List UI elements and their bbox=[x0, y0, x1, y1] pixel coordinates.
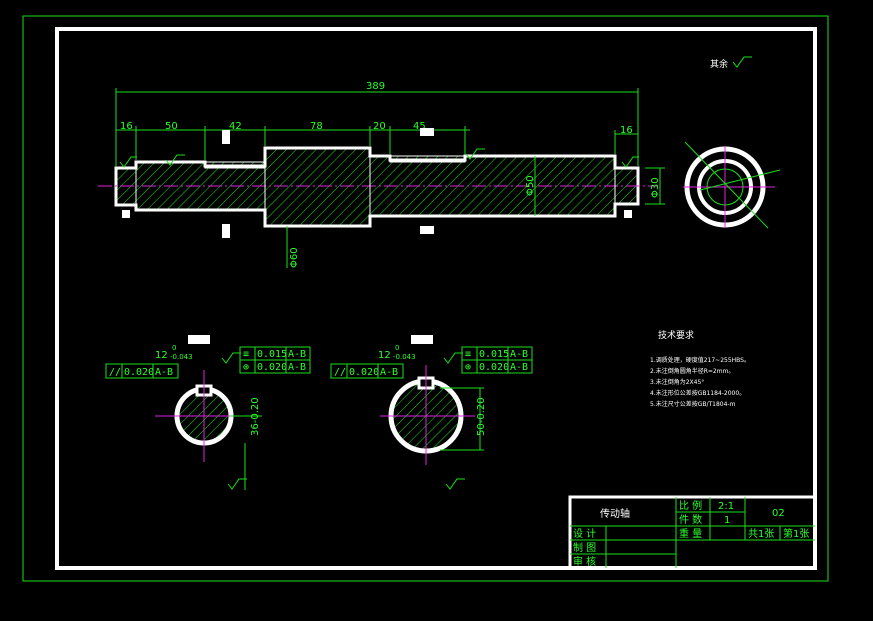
inner-frame bbox=[55, 27, 817, 570]
svg-text:共1张: 共1张 bbox=[748, 528, 774, 540]
dim-seg-1: 16 bbox=[120, 121, 133, 132]
shaft-main-view: 389 16 50 42 78 20 45 16 Φ60 Φ50 Φ30 bbox=[98, 81, 665, 268]
dim-total-length: 389 bbox=[366, 81, 385, 92]
part-name: 传动轴 bbox=[600, 507, 630, 520]
svg-text:A-B: A-B bbox=[288, 362, 306, 373]
svg-text:⊕: ⊕ bbox=[243, 362, 249, 373]
section-b-key-width: 12 bbox=[378, 350, 391, 361]
svg-text:0.015: 0.015 bbox=[479, 349, 509, 360]
svg-text:比 例: 比 例 bbox=[679, 499, 702, 512]
svg-text:审 核: 审 核 bbox=[573, 555, 596, 568]
svg-text:A-B: A-B bbox=[288, 349, 306, 360]
tech-req-item: 3.未注倒角为2X45° bbox=[650, 378, 704, 386]
end-view bbox=[683, 141, 781, 229]
svg-text:A-B: A-B bbox=[155, 367, 173, 378]
dim-seg-6: 45 bbox=[413, 121, 426, 132]
section-markers bbox=[122, 128, 632, 238]
section-a-depth-dim: 36-0.20 bbox=[250, 397, 261, 436]
outer-frame bbox=[22, 15, 829, 582]
svg-text:≡: ≡ bbox=[243, 349, 249, 360]
dim-seg-2: 50 bbox=[165, 121, 178, 132]
svg-text:≡: ≡ bbox=[465, 349, 471, 360]
svg-text:A-B: A-B bbox=[380, 367, 398, 378]
svg-text:0: 0 bbox=[172, 344, 176, 352]
svg-text:-0.043: -0.043 bbox=[170, 353, 193, 361]
svg-text:A-B: A-B bbox=[510, 362, 528, 373]
dim-seg-3: 42 bbox=[229, 121, 242, 132]
svg-text:-0.043: -0.043 bbox=[393, 353, 416, 361]
svg-text:第1张: 第1张 bbox=[783, 527, 809, 540]
svg-text:2:1: 2:1 bbox=[718, 501, 734, 512]
svg-text:0.020: 0.020 bbox=[124, 367, 154, 378]
svg-text:1: 1 bbox=[724, 515, 730, 526]
drawing-number: 02 bbox=[772, 508, 785, 519]
svg-text:0.015: 0.015 bbox=[257, 349, 287, 360]
svg-text:重 量: 重 量 bbox=[679, 527, 702, 540]
svg-text:0: 0 bbox=[395, 344, 399, 352]
svg-text:制 图: 制 图 bbox=[573, 541, 596, 554]
svg-text:0.020: 0.020 bbox=[479, 362, 509, 373]
svg-text:0.020: 0.020 bbox=[349, 367, 379, 378]
roughness-marks bbox=[119, 148, 639, 168]
svg-text:设 计: 设 计 bbox=[573, 527, 596, 540]
dim-diameter-50: Φ50 bbox=[525, 175, 536, 196]
section-b-depth-dim: 50-0.20 bbox=[476, 397, 487, 436]
section-a: 36-0.20 12 0 -0.043 // 0.020 A-B ≡ ⊕ 0.0… bbox=[105, 335, 311, 490]
dim-seg-5: 20 bbox=[373, 121, 386, 132]
section-a-key-width: 12 bbox=[155, 350, 168, 361]
dim-diameter-30: Φ30 bbox=[650, 177, 661, 198]
dim-seg-4: 78 bbox=[310, 121, 323, 132]
dim-diameter-60: Φ60 bbox=[289, 247, 300, 268]
tech-req-item: 5.未注尺寸公差按GB/T1804-m bbox=[650, 400, 736, 408]
tech-req-item: 4.未注形位公差按GB1184-2000。 bbox=[650, 389, 745, 397]
tech-requirements: 技术要求 1.调质处理，硬度值217~255HBS。 2.未注倒角圆角半径R=2… bbox=[650, 329, 750, 408]
svg-text://: // bbox=[334, 367, 346, 378]
shaft-body-hatch bbox=[116, 148, 638, 226]
svg-text:A-B: A-B bbox=[510, 349, 528, 360]
svg-text://: // bbox=[109, 367, 121, 378]
tech-req-item: 1.调质处理，硬度值217~255HBS。 bbox=[650, 356, 750, 364]
section-b: 50-0.20 12 0 -0.043 // 0.020 A-B ≡ ⊕ 0.0… bbox=[330, 335, 533, 490]
tech-req-item: 2.未注倒角圆角半径R=2mm。 bbox=[650, 367, 734, 375]
dim-seg-7: 16 bbox=[620, 125, 633, 136]
tech-req-title: 技术要求 bbox=[658, 329, 694, 341]
svg-text:⊕: ⊕ bbox=[465, 362, 471, 373]
roughness-rest-label: 其余 bbox=[710, 58, 728, 70]
svg-text:0.020: 0.020 bbox=[257, 362, 287, 373]
svg-text:件 数: 件 数 bbox=[679, 513, 702, 526]
title-block: 传动轴 比 例 2:1 件 数 1 02 重 量 共1张 第1张 设 计 制 图… bbox=[568, 495, 817, 570]
